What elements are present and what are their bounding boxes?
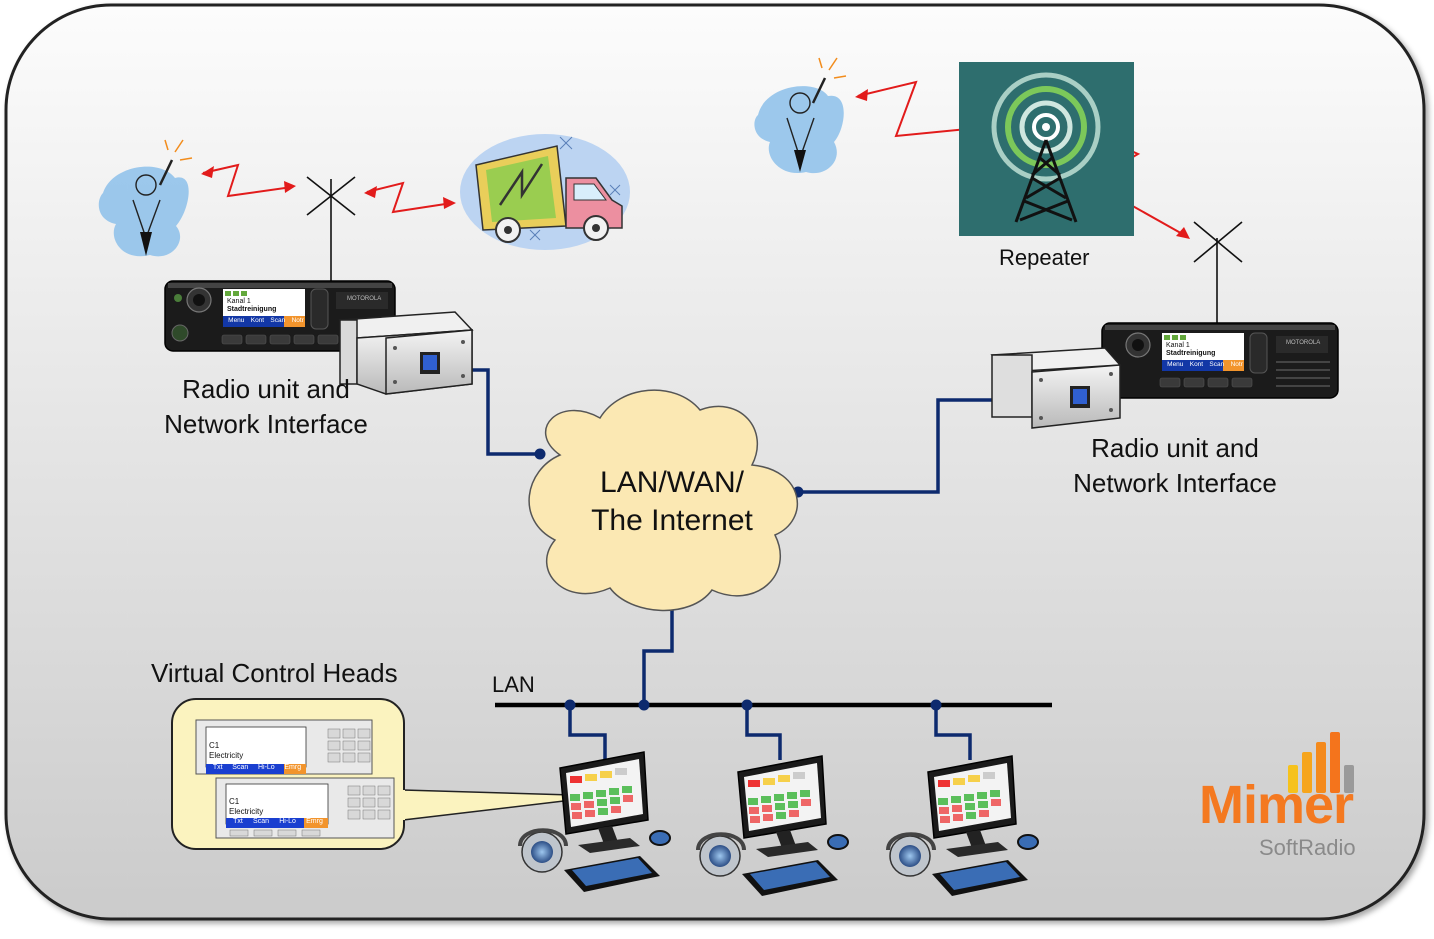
- antenna-icon-right: [1193, 221, 1243, 323]
- softkey-scan-head: Scan: [232, 764, 249, 771]
- link-lan-to-pc2: [745, 705, 782, 760]
- walkie-talkie-user-icon-right: [754, 57, 847, 174]
- radio-display-left: Kanal 1 Stadtreinigung: [227, 293, 305, 314]
- control-head-channel: C1: [209, 741, 220, 750]
- link-cloud-to-lan: [642, 603, 674, 705]
- radio-display-line1-right: Kanal 1: [1166, 342, 1190, 349]
- radio-display-line2-right: Stadtreinigung: [1166, 350, 1216, 357]
- control-head-back: [195, 719, 373, 775]
- control-head-front: [215, 777, 395, 839]
- control-head-channel-front: C1: [229, 797, 240, 806]
- radio-brand-right: MOTOROLA: [1286, 340, 1321, 346]
- softkey-txt-front: Txt: [233, 818, 243, 825]
- softkey-scan-front: Scan: [253, 818, 269, 825]
- cloud-icon: [528, 389, 799, 612]
- softkey-kont: Kont: [250, 317, 265, 324]
- softkey-notr-right: Notr: [1230, 361, 1243, 368]
- radio-display-line2: Stadtreinigung: [227, 306, 277, 313]
- radio-unit-label-right-line2: Network Interface: [1073, 468, 1277, 498]
- softkey-menu: Menu: [228, 317, 245, 324]
- radio-softkeys-right: Menu Kont Scan Notr: [1164, 361, 1246, 368]
- softkey-menu-right: Menu: [1167, 361, 1184, 368]
- control-head-name-front: Electricity: [229, 807, 264, 816]
- softkey-txt: Txt: [212, 764, 223, 771]
- cloud-label-line2: The Internet: [591, 504, 753, 537]
- radio-unit-icon-right: [1101, 322, 1339, 399]
- network-interface-box-icon-right: [990, 347, 1122, 429]
- cloud-label-line1: LAN/WAN/: [600, 466, 744, 499]
- control-head-front-softkeys: Txt Scan Hi-Lo Emrg: [228, 818, 328, 825]
- softkey-scan-right: Scan: [1209, 361, 1225, 368]
- mimer-logo-text: Mimer: [1199, 775, 1354, 835]
- link-lan-to-pc3: [934, 705, 972, 760]
- radio-unit-label-left: Radio unit and Network Interface: [148, 372, 384, 442]
- radio-unit-label-left-line1: Radio unit and: [182, 374, 350, 404]
- cloud-label: LAN/WAN/ The Internet: [560, 464, 784, 540]
- mimer-logo-subtext: SoftRadio: [1259, 835, 1356, 860]
- control-head-name: Electricity: [209, 751, 244, 760]
- radio-unit-icon-left: [164, 280, 396, 352]
- radio-display-right: Kanal 1 Stadtreinigung: [1166, 337, 1244, 358]
- mimer-logo-icon: [1288, 732, 1354, 793]
- computer-workstation-icon-1: [518, 751, 671, 892]
- control-head-back-softkeys: Txt Scan Hi-Lo Emrg: [208, 764, 306, 771]
- softkey-scan: Scan: [270, 317, 286, 324]
- radio-unit-label-right: Radio unit and Network Interface: [1057, 431, 1293, 501]
- radio-unit-label-right-line1: Radio unit and: [1091, 433, 1259, 463]
- softkey-notr: Notr: [291, 317, 304, 324]
- radio-display-line1: Kanal 1: [227, 298, 251, 305]
- radio-brand-left: MOTOROLA: [347, 296, 382, 302]
- virtual-heads-label: Virtual Control Heads: [151, 658, 398, 688]
- control-head-front-text: C1 Electricity: [229, 797, 263, 817]
- truck-icon: [460, 134, 630, 250]
- network-interface-box-icon-left: [338, 311, 474, 395]
- link-lan-to-pc1: [568, 705, 607, 760]
- repeater-label: Repeater: [999, 245, 1090, 270]
- walkie-talkie-user-icon-left: [98, 139, 193, 257]
- control-head-back-text: C1 Electricity: [209, 741, 243, 761]
- radio-softkeys-left: Menu Kont Scan Notr: [225, 317, 307, 324]
- lan-label: LAN: [492, 672, 535, 697]
- repeater-tower-icon: [959, 62, 1134, 236]
- softkey-hi-lo-front: Hi-Lo: [279, 818, 296, 825]
- radio-unit-label-left-line2: Network Interface: [164, 409, 368, 439]
- antenna-icon-left: [306, 176, 356, 282]
- softkey-emrg-front: Emrg: [306, 818, 323, 825]
- softkey-kont-right: Kont: [1189, 361, 1204, 368]
- softkey-hi-lo: Hi-Lo: [257, 764, 275, 771]
- softkey-emrg: Emrg: [284, 764, 302, 771]
